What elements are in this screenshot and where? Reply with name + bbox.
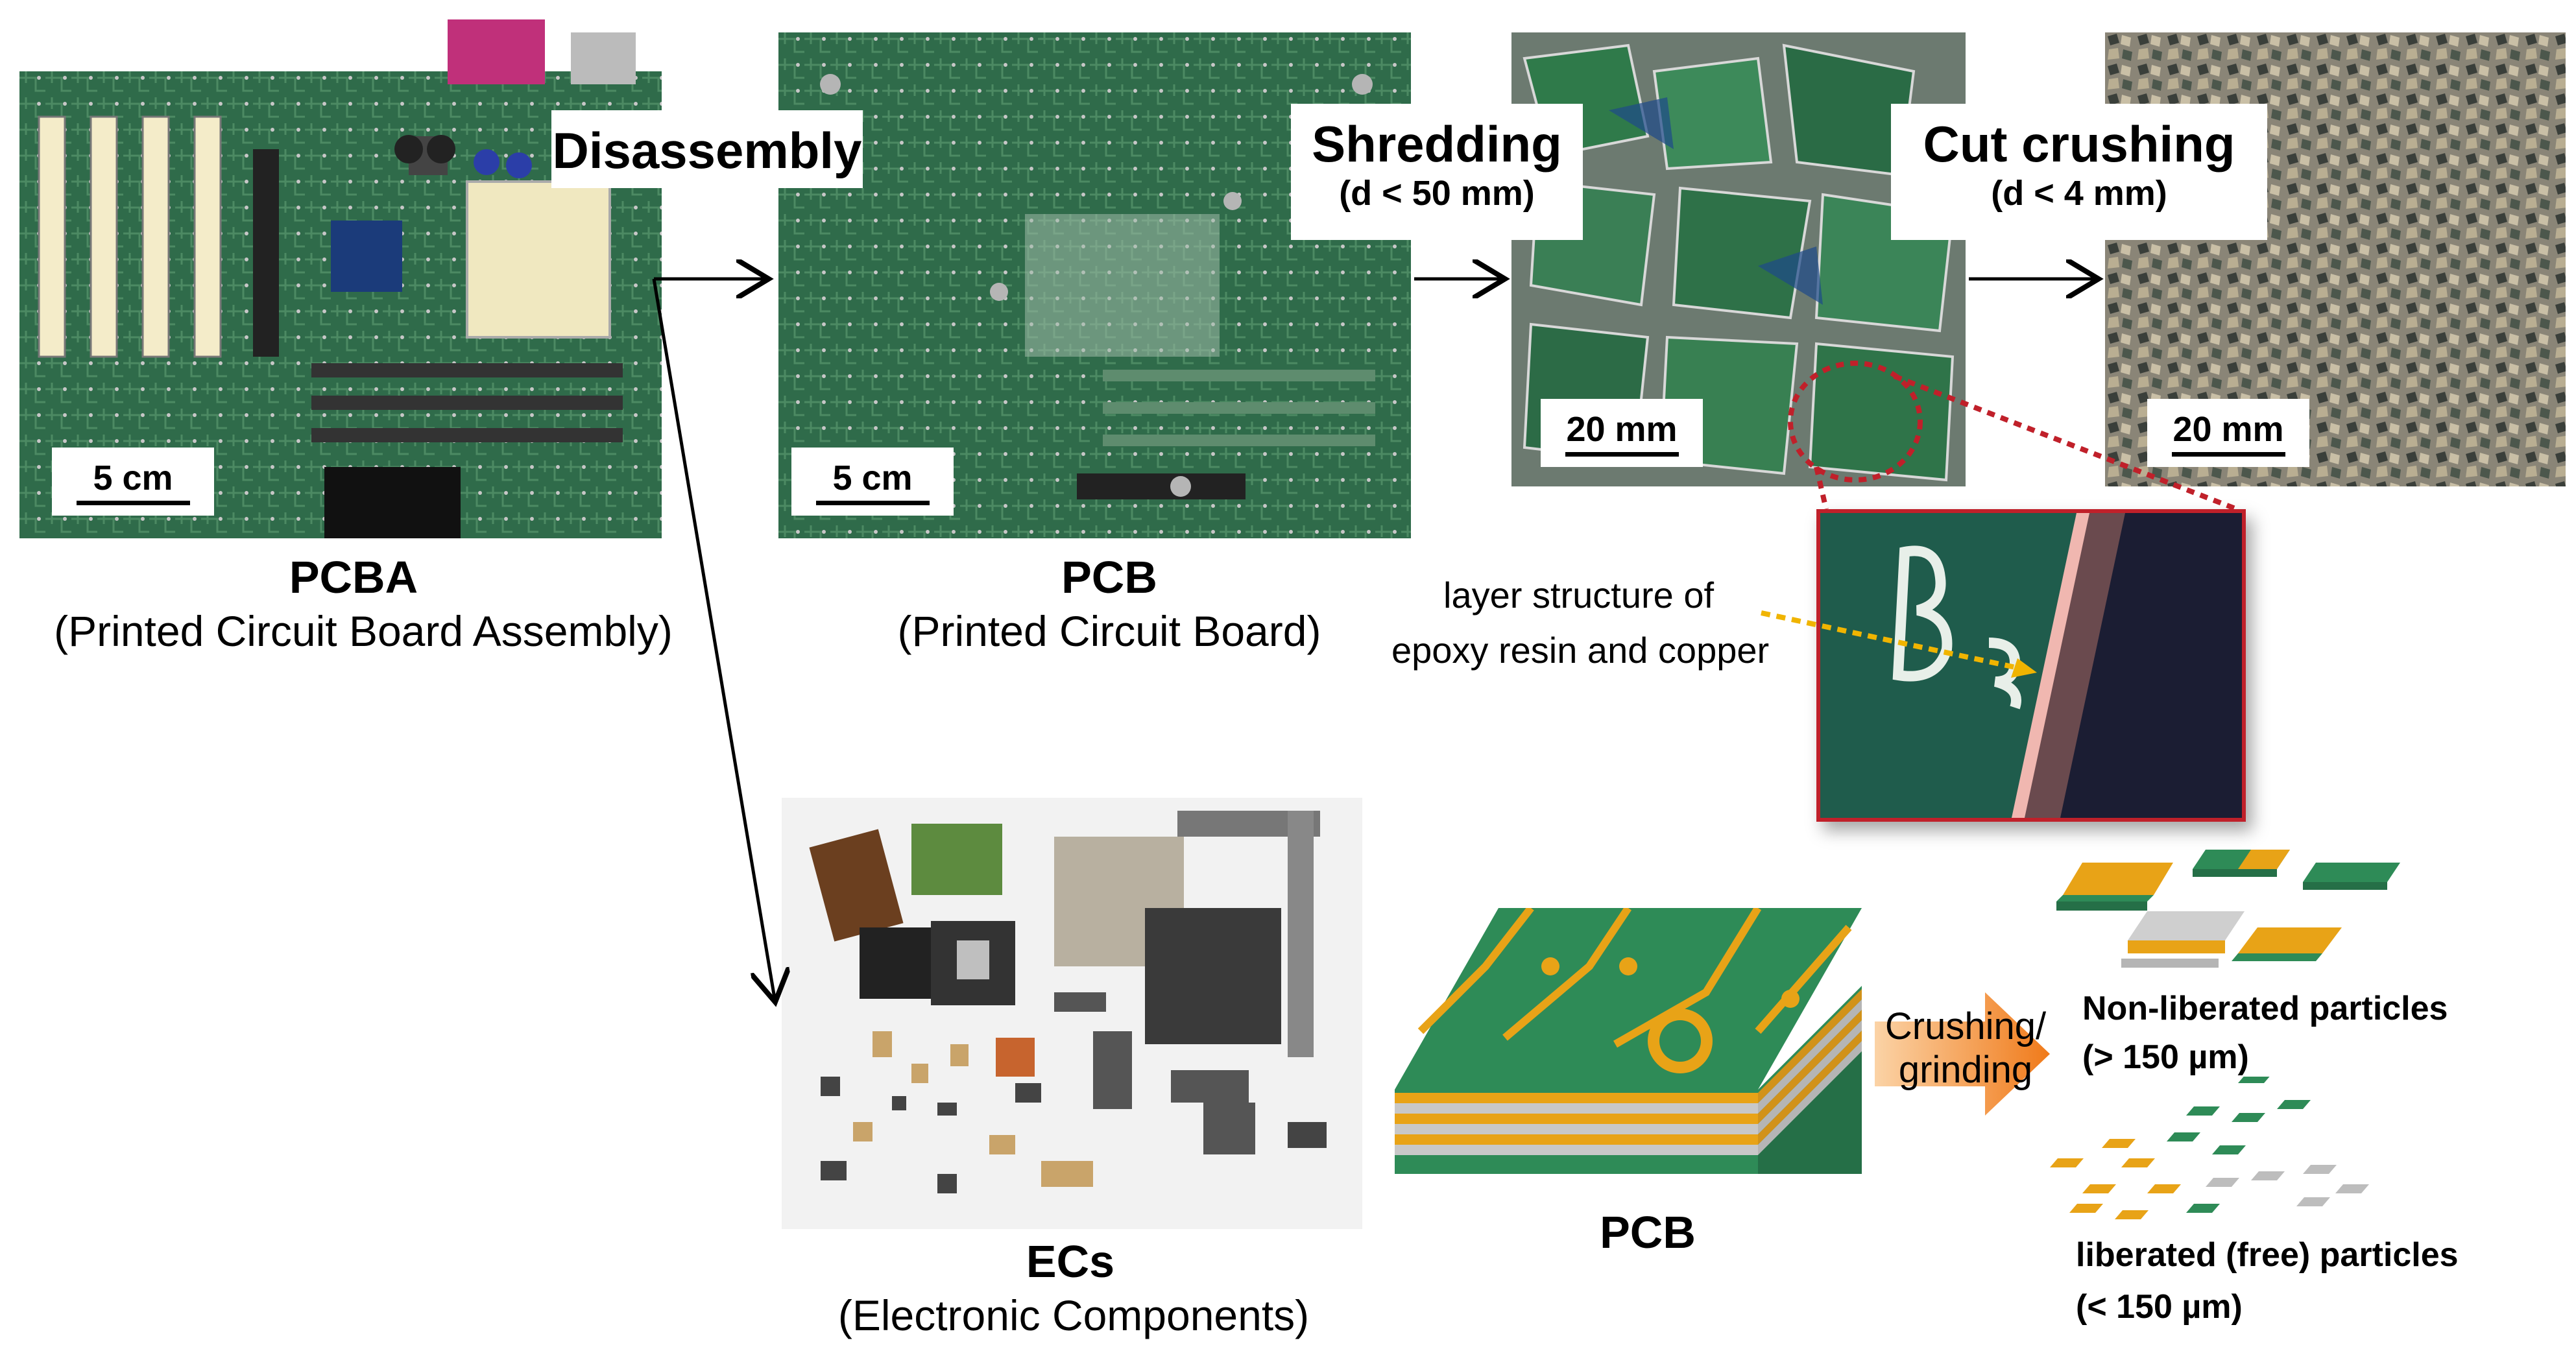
liberated-particles bbox=[2050, 1077, 2369, 1219]
pcba-subtitle: (Printed Circuit Board Assembly) bbox=[54, 607, 673, 655]
shredded-scale-bar: 20 mm bbox=[1541, 399, 1703, 467]
layer-label-line1: layer structure of bbox=[1443, 575, 1715, 615]
layer-pointer-head bbox=[2011, 658, 2037, 678]
pcba-scale-bar: 5 cm bbox=[52, 448, 214, 516]
step-cut-crushing: Cut crushing (d < 4 mm) bbox=[1891, 104, 2267, 240]
non-liberated-size: (> 150 µm) bbox=[2082, 1038, 2249, 1076]
zoom-inset-photo bbox=[1816, 509, 2246, 822]
non-liberated-label: Non-liberated particles bbox=[2082, 990, 2448, 1027]
layer-label-line2: epoxy resin and copper bbox=[1391, 630, 1770, 671]
liberated-size: (< 150 µm) bbox=[2076, 1288, 2243, 1326]
pcba-title: PCBA bbox=[289, 552, 418, 603]
ecs-subtitle: (Electronic Components) bbox=[837, 1291, 1310, 1339]
step-shredding-label: Shredding bbox=[1312, 115, 1562, 173]
pcb-photo-subtitle: (Printed Circuit Board) bbox=[897, 607, 1321, 655]
pcb-photo-scale-label: 5 cm bbox=[832, 459, 913, 497]
zoom-circle bbox=[1788, 361, 1923, 483]
zoom-line-left bbox=[1814, 466, 1829, 510]
ecs-title: ECs bbox=[1026, 1236, 1115, 1287]
pcb-photo-scale-bar: 5 cm bbox=[791, 448, 954, 516]
crushed-scale-bar: 20 mm bbox=[2147, 399, 2309, 467]
step-cut-crushing-size: (d < 4 mm) bbox=[1991, 173, 2167, 213]
step-disassembly-label: Disassembly bbox=[552, 122, 862, 179]
crushed-scale-label: 20 mm bbox=[2173, 410, 2284, 449]
layer-pointer-line bbox=[1761, 610, 2034, 674]
pcb-photo-title: PCB bbox=[1061, 552, 1157, 603]
ecs-photo bbox=[782, 798, 1362, 1229]
crushing-arrow bbox=[1875, 992, 2050, 1116]
crushing-label: Crushing/ grinding bbox=[1884, 1005, 2047, 1091]
arrow-to-ecs bbox=[652, 278, 775, 1002]
step-shredding-size: (d < 50 mm) bbox=[1339, 173, 1535, 213]
pcb-diagram-title: PCB bbox=[1600, 1207, 1696, 1258]
step-disassembly: Disassembly bbox=[551, 110, 863, 188]
pcba-scale-label: 5 cm bbox=[93, 459, 173, 497]
step-shredding: Shredding (d < 50 mm) bbox=[1291, 104, 1583, 240]
shredded-scale-label: 20 mm bbox=[1566, 410, 1678, 449]
pcb-layer-diagram bbox=[1395, 908, 1862, 1174]
non-liberated-particles bbox=[2056, 850, 2400, 968]
step-cut-crushing-label: Cut crushing bbox=[1923, 115, 2235, 173]
zoom-line-right bbox=[1893, 374, 2238, 512]
liberated-label: liberated (free) particles bbox=[2076, 1236, 2459, 1274]
